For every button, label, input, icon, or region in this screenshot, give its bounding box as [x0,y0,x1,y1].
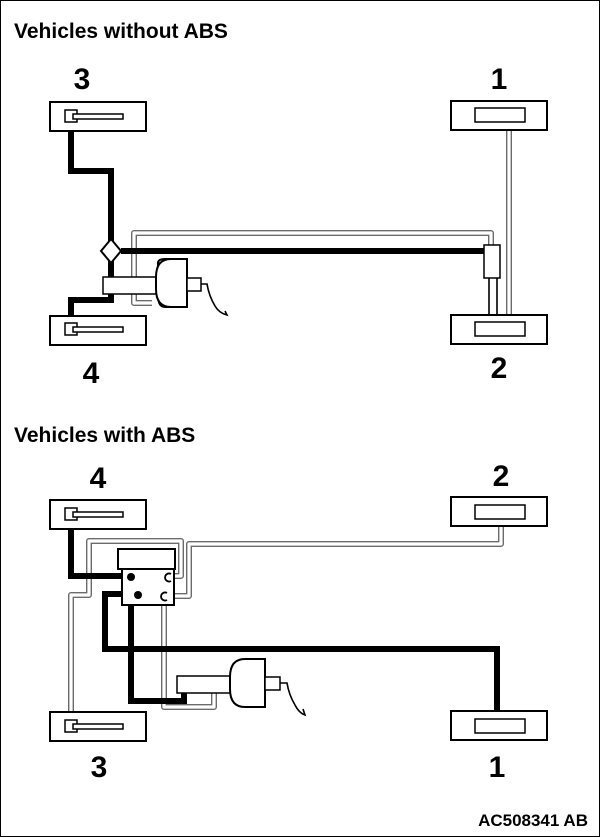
booster-pushrod [186,277,202,292]
diagram-without-abs: Vehicles without ABS [14,20,548,390]
primary-pipe-wheel-4 [68,521,129,579]
vacuum-hose [280,682,307,717]
caliper [474,504,526,520]
wheel-cylinder [72,723,124,730]
abs-port-primary-in [134,591,142,599]
wheel-number-label: 1 [489,751,506,784]
vacuum-hose [201,283,229,317]
three-way-joint [99,237,123,265]
wheel-number-label: 3 [91,751,108,784]
wheel-number-label: 2 [491,352,508,385]
wheel-number-label: 4 [90,462,107,495]
wheel-rear-right: 1 [450,710,548,784]
wheel-cylinder [72,511,124,518]
booster-pushrod [264,676,281,691]
wheel-front-left: 3 [49,63,147,132]
abs-port-secondary-in [160,591,168,602]
master-cylinder-assembly [102,258,229,317]
wheel-number-label: 4 [83,357,100,390]
diagram-title-with-abs: Vehicles with ABS [14,424,195,447]
primary-circuit-pipes [68,521,500,721]
abs-port-secondary-out [164,572,172,583]
figure-code: AC508341 AB [478,811,588,830]
wheel-rear-left: 3 [49,711,147,784]
primary-pipe-wheel-3 [68,119,114,247]
secondary-pipe-wheel-2 [169,519,504,599]
wheel-front-right: 1 [450,63,548,131]
abs-hydraulic-unit [117,548,176,606]
proportioning-valve [483,244,501,279]
diagram-title-without-abs: Vehicles without ABS [14,20,228,43]
secondary-circuit-pipes [68,519,504,720]
brake-booster [229,658,266,708]
primary-pipe-wheel-4 [68,297,114,329]
wheel-number-label: 2 [493,460,510,493]
abs-port-primary-out [127,573,135,581]
wheel-rear-left: 4 [49,315,147,390]
abs-motor [117,548,176,570]
master-cylinder [102,276,160,295]
caliper [474,718,526,734]
wheel-cylinder [72,113,124,120]
master-cylinder-assembly [176,658,307,717]
diagram-with-abs: Vehicles with ABS [14,424,548,784]
wheel-number-label: 3 [74,63,91,96]
wheel-front-left: 4 [49,462,147,530]
wheel-cylinder [72,326,124,333]
primary-pipe-abs-to-master-cylinder [128,605,187,704]
caliper [474,107,526,123]
wheel-number-label: 1 [491,63,508,96]
primary-pipe-wheel-1 [102,591,500,721]
wheel-rear-right: 2 [450,314,548,385]
caliper [474,321,526,337]
secondary-circuit-pipes [131,121,512,323]
master-cylinder [176,675,234,694]
wheel-front-right: 2 [450,460,548,527]
